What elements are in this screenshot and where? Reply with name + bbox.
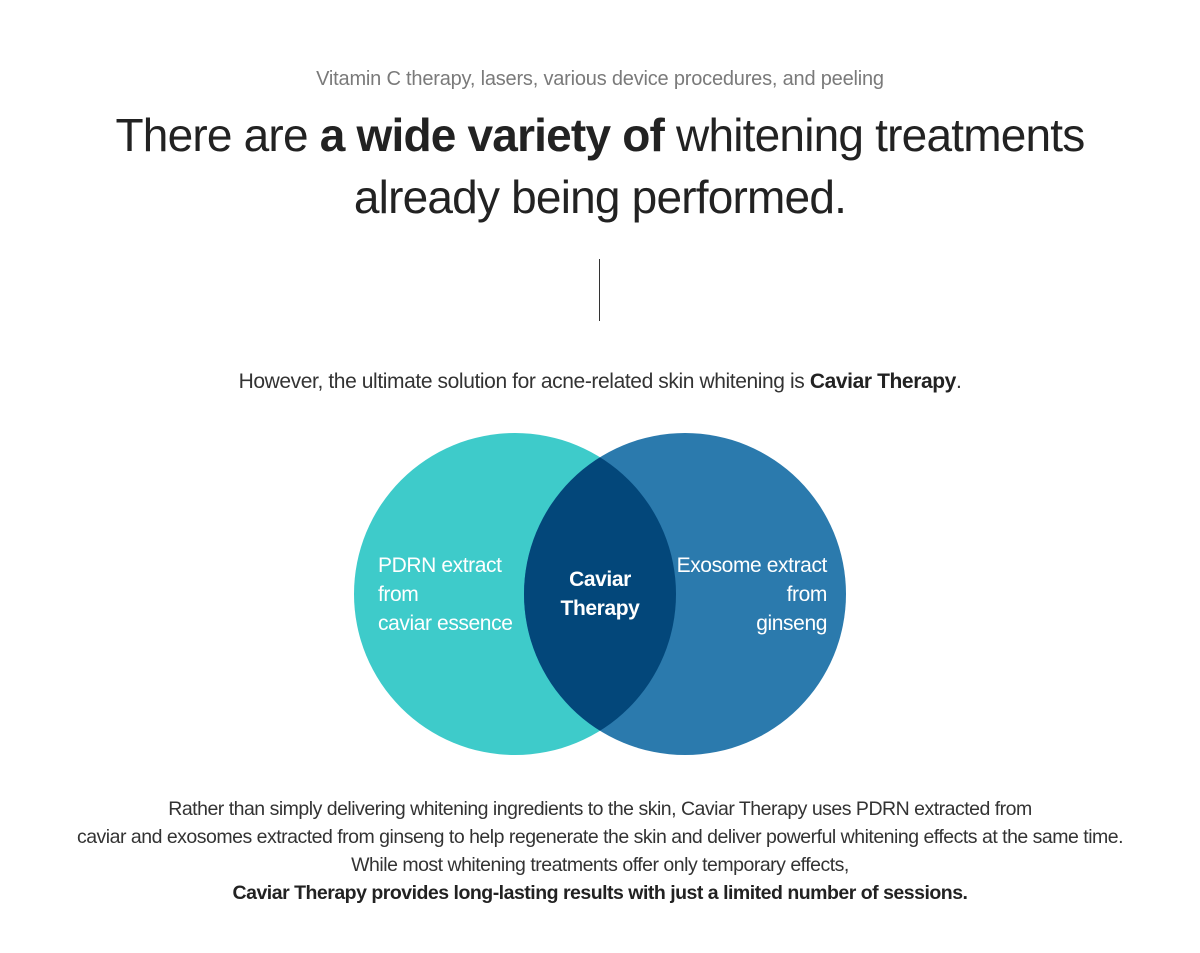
body-line-4-bold: Caviar Therapy provides long-lasting res… — [232, 882, 968, 904]
body-line-3: While most whitening treatments offer on… — [351, 854, 849, 876]
intro-text: However, the ultimate solution for acne-… — [0, 370, 1200, 394]
body-paragraph: Rather than simply delivering whitening … — [0, 795, 1200, 907]
subtitle: Vitamin C therapy, lasers, various devic… — [316, 68, 884, 90]
venn-label-left-line-3: caviar essence — [378, 612, 513, 635]
venn-label-left-line-2: from — [378, 583, 419, 606]
headline-line-1: There are a wide variety of whitening tr… — [0, 104, 1200, 166]
headline-part-2: whitening treatments — [664, 109, 1085, 161]
body-line-2: caviar and exosomes extracted from ginse… — [76, 826, 1124, 848]
venn-label-center: Caviar Therapy — [525, 565, 675, 623]
headline-bold: a wide variety of — [319, 109, 665, 161]
intro-bold: Caviar Therapy — [809, 370, 957, 393]
vertical-divider — [599, 259, 600, 321]
venn-label-center-line-2: Therapy — [560, 597, 640, 620]
venn-label-right-line-1: Exosome extract — [676, 554, 828, 577]
venn-label-right-line-2: from — [786, 583, 828, 606]
headline: There are a wide variety of whitening tr… — [0, 104, 1200, 228]
intro-period: . — [955, 370, 962, 393]
venn-label-right-line-3: ginseng — [756, 612, 827, 635]
headline-line-2: already being performed. — [353, 171, 847, 223]
venn-label-right: Exosome extract from ginseng — [666, 551, 828, 638]
venn-label-center-line-1: Caviar — [569, 568, 631, 591]
body-line-1: Rather than simply delivering whitening … — [168, 798, 1032, 820]
intro-sentence: However, the ultimate solution for acne-… — [238, 370, 810, 393]
venn-overlap — [524, 433, 676, 755]
headline-part-1: There are — [115, 109, 320, 161]
venn-label-left: PDRN extract from caviar essence — [378, 551, 528, 638]
venn-label-left-line-1: PDRN extract — [378, 554, 502, 577]
